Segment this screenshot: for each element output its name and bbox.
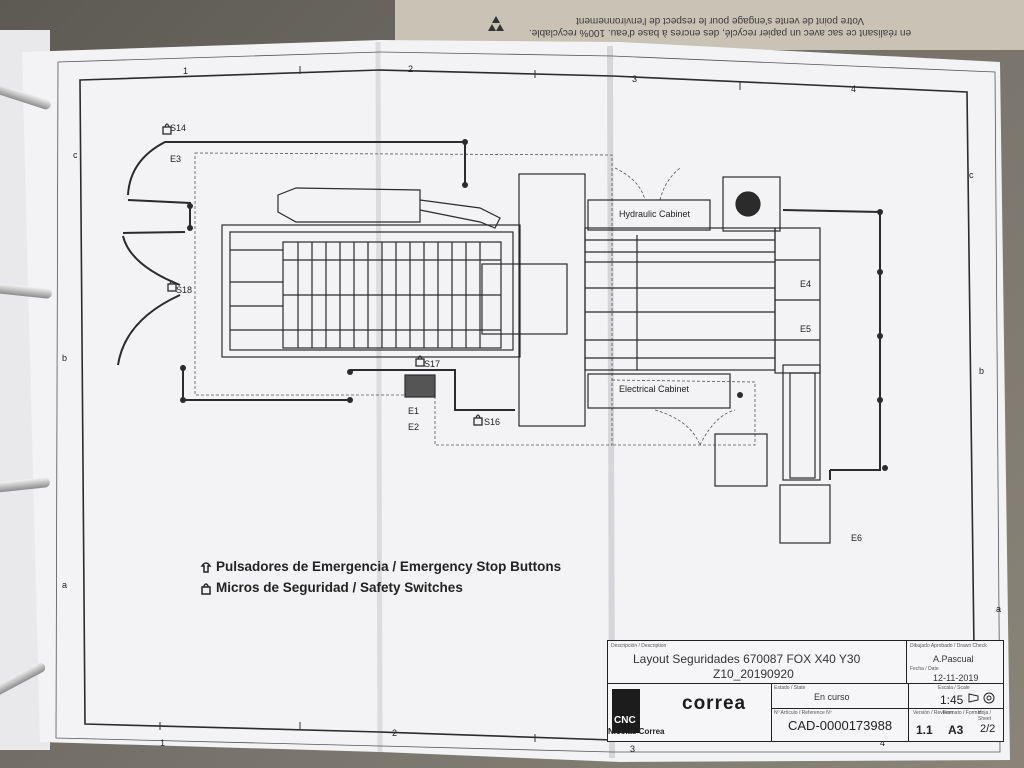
paper-sheet [22, 40, 1010, 762]
electrical-cabinet-label: Electrical Cabinet [619, 384, 690, 394]
emergency-stop-icon [200, 561, 212, 573]
emergency-stop-e5-label: E5 [800, 324, 812, 334]
drawing-date: 12-11-2019 [933, 673, 979, 683]
grid-col-3-top: 3 [632, 74, 638, 84]
drawing-version: 1.1 [916, 723, 933, 737]
safety-switch-s16-label: S16 [484, 417, 501, 427]
cnc-logo: CNC [612, 689, 640, 733]
legend-emergency-text: Pulsadores de Emergencia / Emergency Sto… [216, 559, 562, 574]
grid-col-1-bottom: 1 [160, 738, 166, 748]
date-caption: Fecha / Date [910, 666, 939, 672]
legend-safety-text: Micros de Seguridad / Safety Switches [216, 580, 463, 595]
projection-symbol-icon [968, 692, 995, 704]
reference-number: CAD-0000173988 [788, 718, 893, 733]
safety-switch-s14-label: S14 [170, 123, 187, 133]
lock-icon [201, 582, 211, 595]
paper-crease [375, 41, 383, 753]
emergency-stop-e2-label: E2 [408, 422, 420, 432]
legend-safety-row: Micros de Seguridad / Safety Switches [200, 577, 561, 598]
emergency-stop-e4-label: E4 [800, 279, 812, 289]
reference-caption: Nº Artículo / Reference Nº [774, 710, 832, 716]
state-caption: Estado / State [774, 685, 806, 691]
drawing-state: En curso [814, 692, 850, 702]
grid-col-4-top: 4 [851, 84, 857, 94]
hydraulic-cabinet-label: Hydraulic Cabinet [619, 209, 691, 219]
company-subname: Nicolás Correa [608, 727, 665, 736]
outer-border [55, 51, 1001, 753]
drawing-title-line2: Z10_20190920 [713, 667, 794, 681]
drawn-by: A.Pascual [933, 654, 974, 664]
company-name: correa [682, 693, 747, 714]
safety-switch-s17-label: S17 [424, 359, 441, 369]
grid-row-b-right: b [979, 366, 985, 376]
grid-col-1-top: 1 [183, 66, 189, 76]
recycle-icon [485, 14, 507, 36]
emergency-stop-e3-label: E3 [170, 154, 182, 164]
grid-col-3-bottom: 3 [630, 744, 636, 754]
version-caption: Versión / Revision [913, 710, 954, 716]
drawn-caption: Dibujado Aprobado / Drawn Check [910, 643, 987, 649]
scale-caption: Escala / Scale [938, 685, 970, 691]
sheet-caption: Hoja / Sheet [978, 710, 992, 722]
legend-emergency-row: Pulsadores de Emergencia / Emergency Sto… [200, 556, 561, 577]
emergency-stop-e1-label: E1 [408, 406, 420, 416]
grid-row-c-left: c [73, 150, 78, 160]
grid-row-a-left: a [62, 580, 68, 590]
legend: Pulsadores de Emergencia / Emergency Sto… [200, 556, 561, 598]
grid-row-b-left: b [62, 353, 68, 363]
grid-col-2-top: 2 [408, 64, 414, 74]
safety-switch-s18-label: S18 [176, 285, 193, 295]
grid-col-2-bottom: 2 [392, 728, 398, 738]
title-block: Descripción / Description Layout Segurid… [607, 640, 1004, 742]
paper-fold [607, 45, 615, 759]
paper-format: A3 [948, 723, 964, 737]
sheet-number: 2/2 [980, 723, 996, 735]
cnc-logo-text: CNC [614, 715, 636, 726]
grid-row-a-right: a [996, 604, 1002, 614]
emergency-stop-e6-label: E6 [851, 533, 863, 543]
drawing-scale: 1:45 [940, 693, 964, 707]
description-caption: Descripción / Description [611, 643, 667, 649]
drawing-title-line1: Layout Seguridades 670087 FOX X40 Y30 [633, 652, 861, 666]
grid-row-c-right: c [969, 170, 974, 180]
format-caption: Formato / Format [943, 710, 982, 716]
grid-col-4-bottom: 4 [880, 738, 886, 748]
